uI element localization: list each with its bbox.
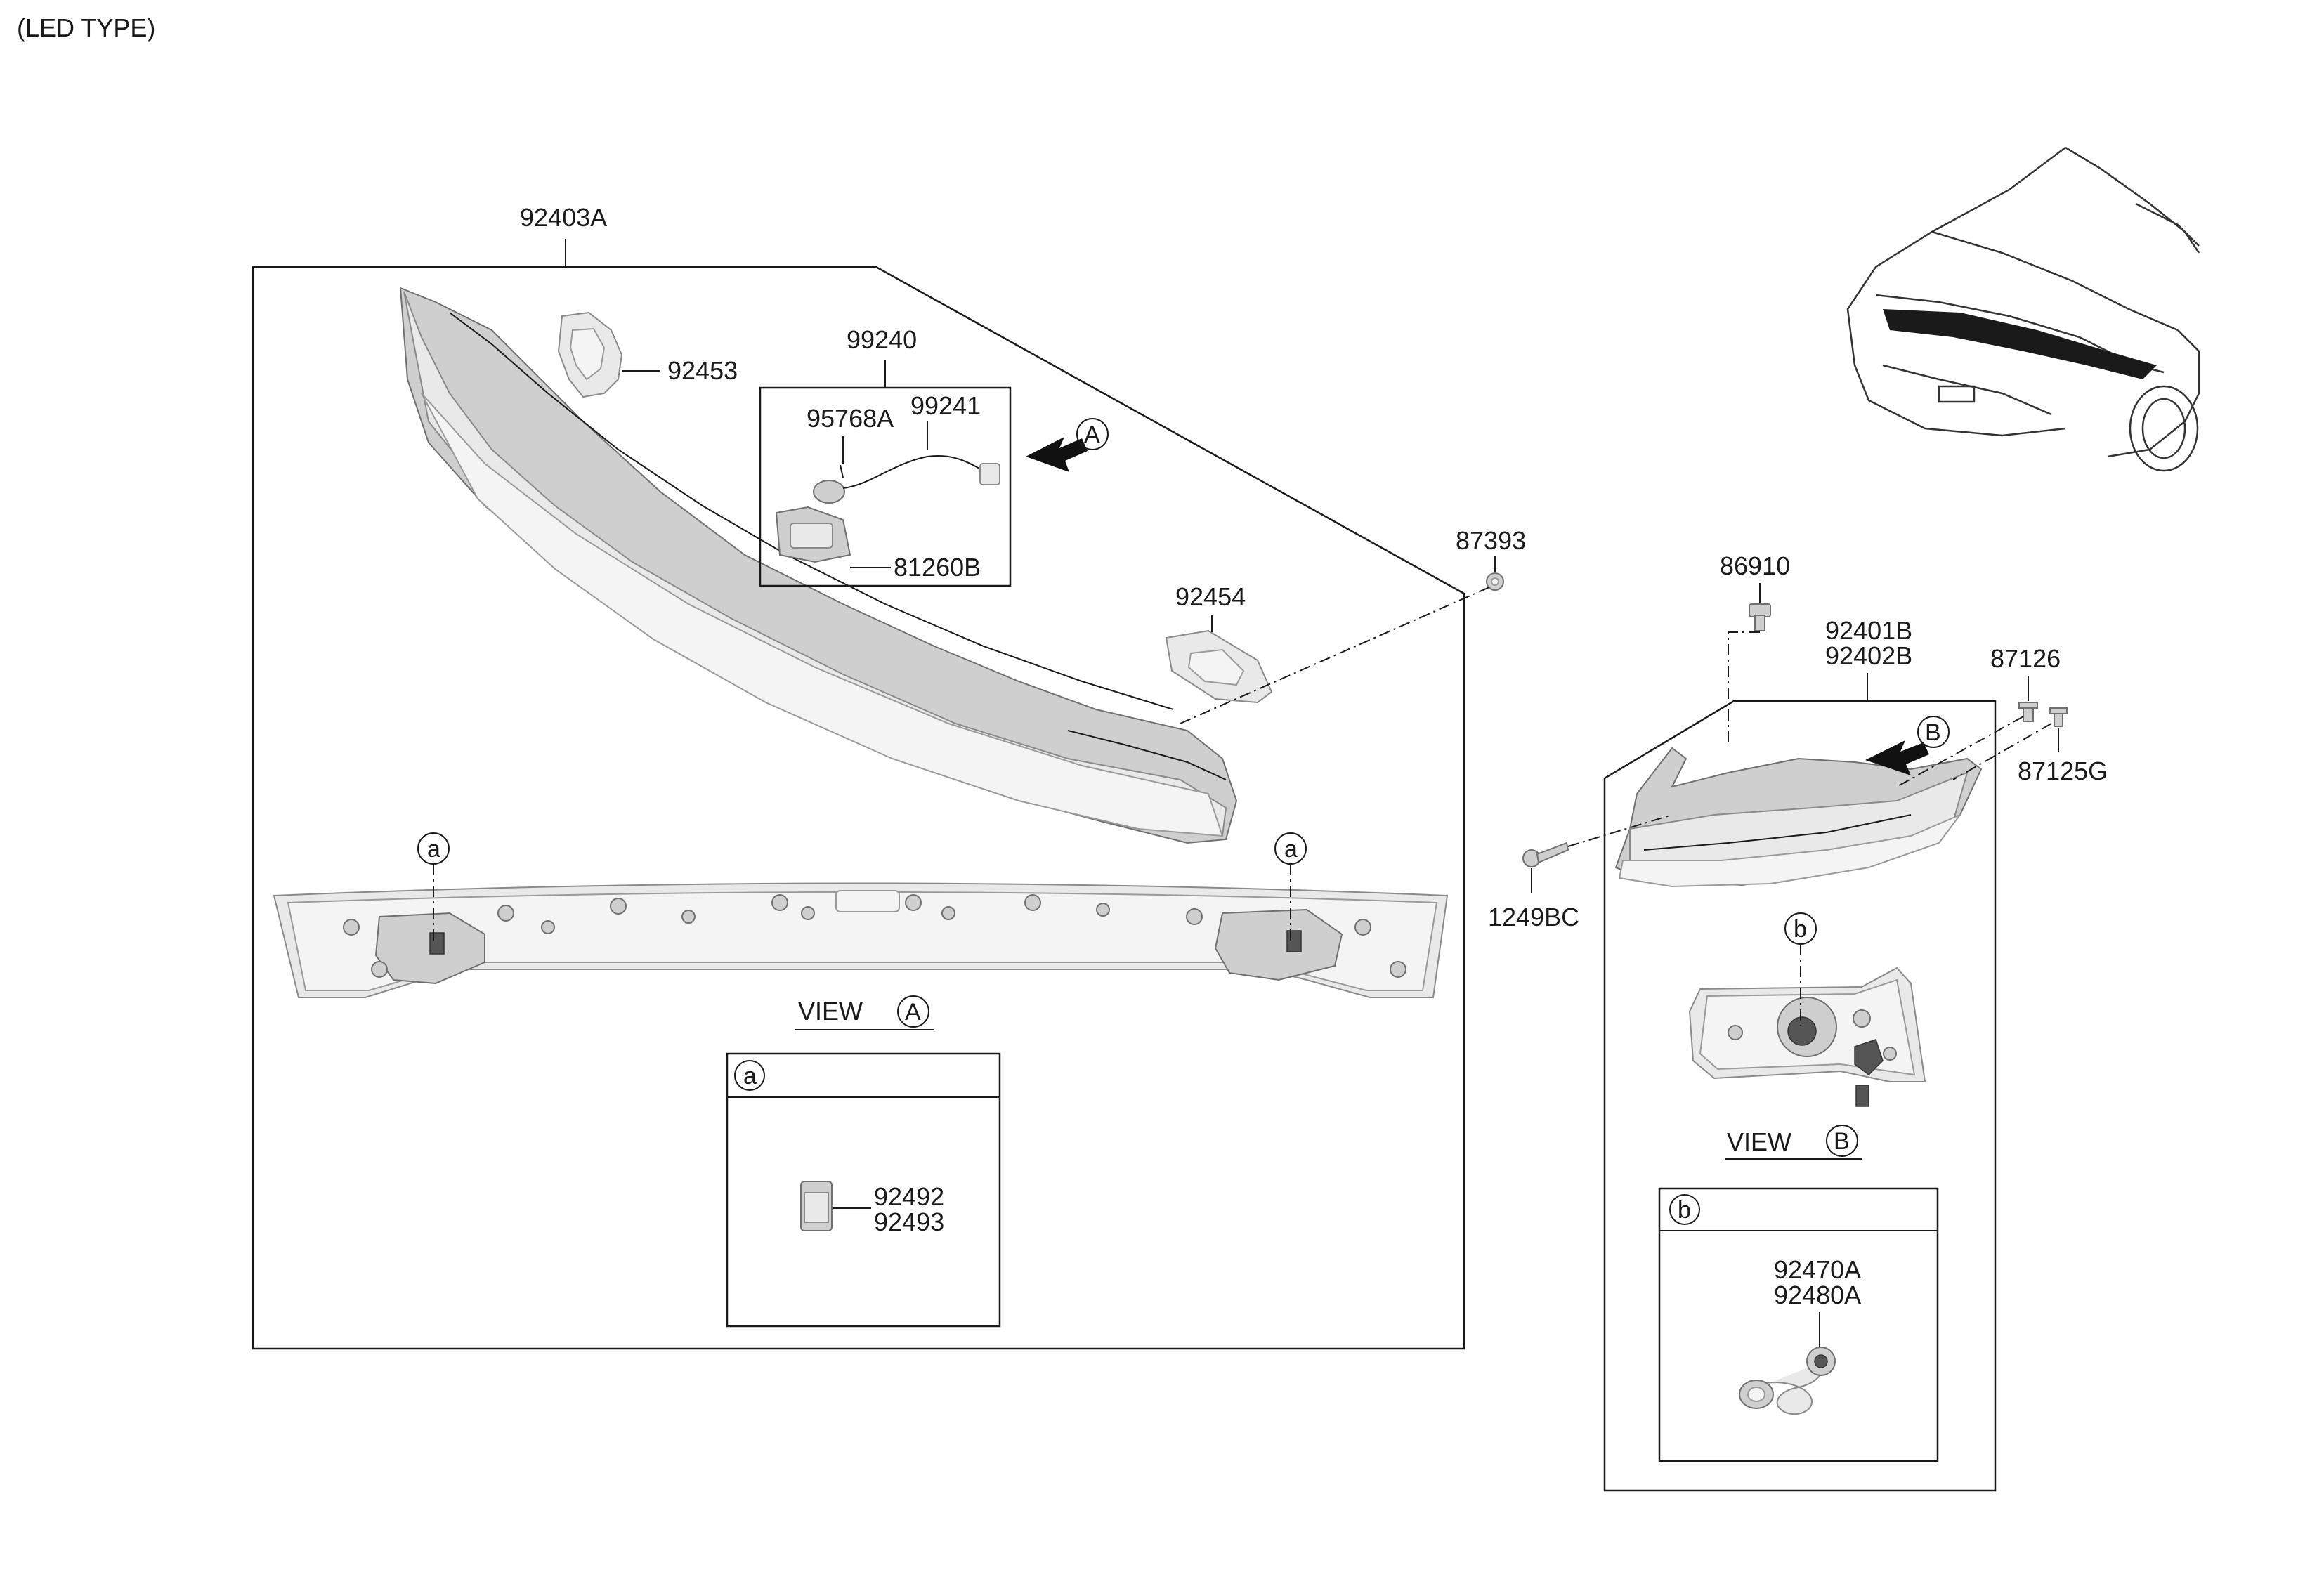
rear-combination-lamp-frame <box>252 266 1465 1350</box>
side-lamp-frame <box>1603 700 1997 1492</box>
callout-A: A <box>1084 421 1100 448</box>
diagram-header: (LED TYPE) <box>17 13 155 42</box>
socket-92492 <box>800 1181 833 1231</box>
view-b-letter: B <box>1834 1128 1850 1155</box>
view-a-center-garnish-rear <box>273 882 1449 998</box>
label-1249BC: 1249BC <box>1488 903 1579 931</box>
clip-87125G <box>2049 707 2068 727</box>
vehicle-rear-view-illustration <box>1846 146 2200 472</box>
detail-b-box <box>1658 1187 1939 1462</box>
label-92402B: 92402B <box>1825 641 1912 670</box>
view-b-lamp-rear <box>1688 967 1926 1107</box>
label-92401B: 92401B <box>1825 616 1912 645</box>
label-92492: 92492 <box>874 1182 944 1211</box>
label-95768A: 95768A <box>807 404 894 433</box>
center-garnish-lamp <box>399 287 1238 844</box>
wiring-harness-socket <box>1739 1347 1836 1415</box>
label-92493: 92493 <box>874 1207 944 1236</box>
nut-87393 <box>1486 572 1504 591</box>
screw-87126 <box>2018 702 2038 722</box>
label-99240: 99240 <box>847 325 917 354</box>
detail-b-callout: b <box>1678 1197 1691 1224</box>
callout-a-right: a <box>1284 836 1298 863</box>
callout-a-left: a <box>427 836 440 863</box>
view-a-arrow-icon <box>1026 437 1088 472</box>
gasket-92453 <box>557 311 623 398</box>
view-b-title: VIEW <box>1727 1127 1791 1156</box>
detail-a-box <box>726 1052 1001 1328</box>
callout-b: b <box>1794 916 1807 943</box>
screw-1249BC <box>1522 842 1569 867</box>
label-86910: 86910 <box>1720 551 1790 580</box>
label-92480A: 92480A <box>1774 1281 1861 1309</box>
label-92454: 92454 <box>1175 582 1246 611</box>
license-lamp-socket <box>813 455 1000 504</box>
license-lamp-housing <box>775 506 851 563</box>
view-b-arrow-icon <box>1865 740 1929 775</box>
clip-86910 <box>1749 603 1771 631</box>
label-87125G: 87125G <box>2018 757 2108 785</box>
detail-a-callout: a <box>743 1063 757 1089</box>
callout-B: B <box>1925 719 1941 746</box>
view-a-letter: A <box>905 999 921 1026</box>
label-92470A: 92470A <box>1774 1255 1861 1284</box>
label-81260B: 81260B <box>894 553 981 582</box>
label-87393: 87393 <box>1456 526 1526 555</box>
rear-combination-lamp <box>1614 747 1983 888</box>
label-99241: 99241 <box>910 391 981 420</box>
gasket-92454 <box>1165 629 1273 704</box>
label-87126: 87126 <box>1990 644 2061 673</box>
view-a-title: VIEW <box>798 997 863 1026</box>
label-92453: 92453 <box>667 356 738 385</box>
label-92403A: 92403A <box>520 203 607 232</box>
